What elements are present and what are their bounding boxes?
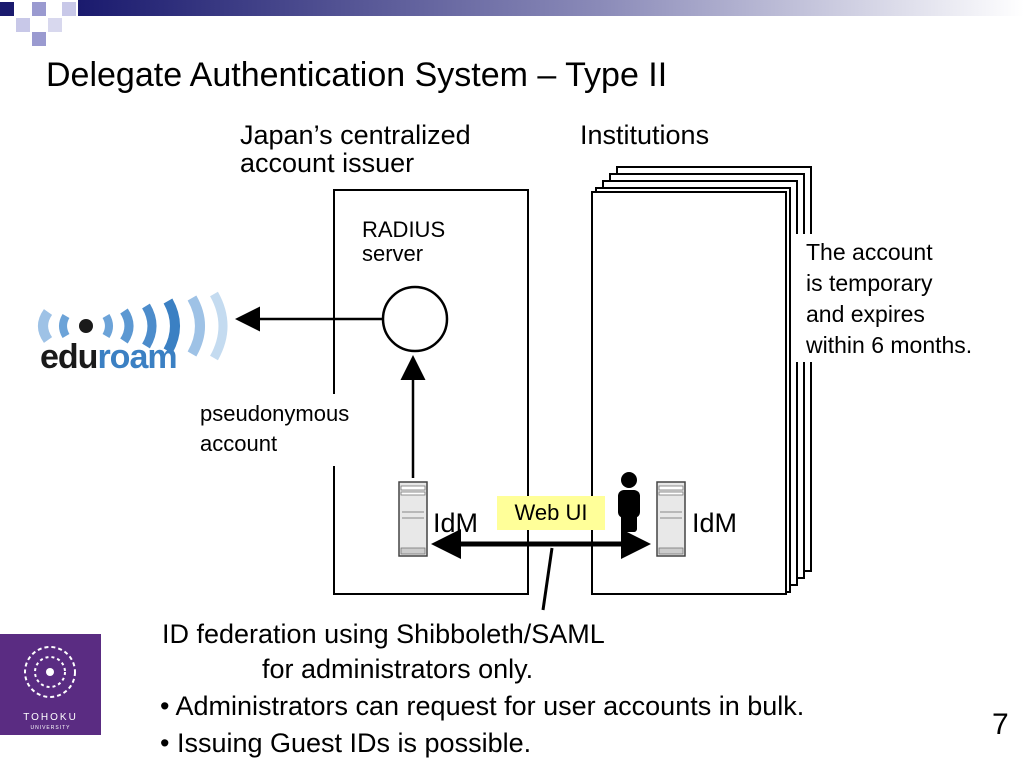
- server-icon: [656, 481, 686, 557]
- web-ui-label: Web UI: [497, 496, 605, 530]
- institutions-header: Institutions: [580, 120, 710, 150]
- federation-line1: ID federation using Shibboleth/SAML: [162, 619, 605, 649]
- issuer-header-line2: account issuer: [240, 148, 415, 178]
- label-gap: [326, 394, 346, 466]
- institution-box-front: [591, 191, 787, 595]
- gradient-bar: [78, 0, 1024, 16]
- radius-label-line2: server: [362, 241, 424, 266]
- note-line3: and expires: [806, 301, 925, 327]
- deco-square: [32, 32, 46, 46]
- bullet-bulk-request: • Administrators can request for user ac…: [160, 691, 805, 721]
- note-line4: within 6 months.: [806, 332, 973, 358]
- deco-square: [32, 2, 46, 16]
- logo-sub: UNIVERSITY: [30, 725, 71, 731]
- note-line2: is temporary: [806, 270, 933, 296]
- tohoku-university-logo: TOHOKU UNIVERSITY: [0, 634, 101, 735]
- deco-square: [0, 2, 14, 16]
- pseudonymous-label-line1: pseudonymous: [200, 401, 350, 426]
- eduroam-edu: edu: [40, 338, 98, 376]
- page-number: 7: [992, 708, 1009, 741]
- deco-square: [48, 18, 62, 32]
- eduroam-wordmark: eduroam: [40, 338, 178, 377]
- administrator-person-icon: [618, 472, 640, 532]
- radius-server-circle: [381, 285, 449, 353]
- issuer-header-line1: Japan’s centralized: [240, 120, 471, 150]
- idm-right-label: IdM: [692, 508, 738, 538]
- logo-name: TOHOKU: [23, 712, 78, 723]
- bullet-guest-ids: • Issuing Guest IDs is possible.: [160, 728, 532, 758]
- pointer-line: [541, 547, 554, 611]
- note-background: [794, 234, 1016, 362]
- pseudonymous-label-line2: account: [200, 431, 278, 456]
- eduroam-logo: [38, 291, 228, 361]
- idm-left-label: IdM: [433, 508, 479, 538]
- federation-line2: for administrators only.: [262, 654, 534, 684]
- issuer-box: [333, 189, 529, 595]
- deco-square: [62, 2, 76, 16]
- top-decoration: [0, 0, 1024, 46]
- eduroam-roam: roam: [97, 338, 177, 376]
- radius-label-line1: RADIUS: [362, 217, 446, 242]
- tohoku-emblem-overlay: [24, 646, 76, 698]
- server-icon: [398, 481, 428, 557]
- deco-square: [16, 18, 30, 32]
- note-line1: The account: [806, 239, 933, 265]
- slide-title: Delegate Authentication System – Type II: [46, 56, 668, 94]
